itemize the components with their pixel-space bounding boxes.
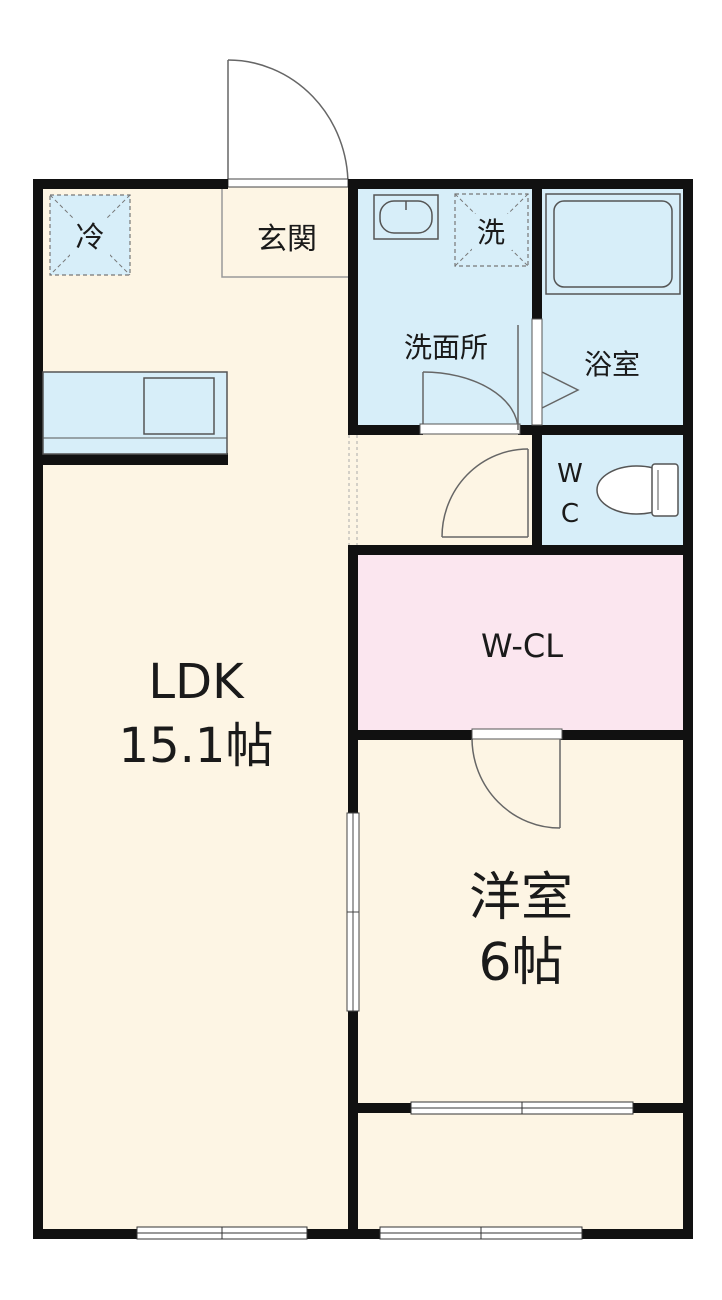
bathroom-label: 浴室 bbox=[584, 348, 640, 381]
fridge-space-icon bbox=[49, 194, 131, 276]
toilet-label-c: C bbox=[561, 499, 579, 529]
walls bbox=[33, 179, 693, 1239]
entrance-step-line bbox=[221, 187, 353, 278]
washroom-label: 洗面所 bbox=[404, 331, 488, 364]
toilet-door[interactable] bbox=[441, 448, 529, 538]
window-balcony-bottom bbox=[379, 1226, 583, 1240]
ldk-size-label: 15.1帖 bbox=[119, 718, 274, 774]
ldk-floor bbox=[38, 185, 353, 1233]
window-ldk-bottom bbox=[136, 1226, 308, 1240]
washing-machine-space-icon bbox=[454, 193, 529, 267]
toilet-icon bbox=[596, 463, 679, 517]
ldk-name-label: LDK bbox=[148, 654, 245, 710]
washer-space-label: 洗 bbox=[477, 216, 505, 249]
toilet-label-w: W bbox=[557, 459, 583, 489]
bathroom-door[interactable] bbox=[531, 318, 580, 426]
washroom-door[interactable] bbox=[419, 371, 521, 435]
hall-opening bbox=[348, 435, 358, 545]
wash-basin-icon bbox=[373, 194, 439, 240]
window-western-room-balcony bbox=[410, 1101, 634, 1115]
walk-in-closet-label: W-CL bbox=[481, 627, 563, 665]
western-room-size-label: 6帖 bbox=[478, 933, 563, 993]
sliding-door-ldk-western[interactable] bbox=[346, 812, 360, 1012]
western-room-door[interactable] bbox=[471, 728, 563, 829]
bathtub-icon bbox=[545, 193, 681, 295]
entrance-label: 玄関 bbox=[257, 222, 317, 257]
fridge-space-label: 冷 bbox=[75, 220, 104, 254]
kitchen-counter-icon bbox=[42, 371, 228, 455]
western-room-name-label: 洋室 bbox=[469, 868, 573, 928]
hall-floor bbox=[353, 430, 537, 550]
entrance-door[interactable] bbox=[227, 59, 349, 188]
walk-in-closet-floor bbox=[353, 550, 688, 735]
